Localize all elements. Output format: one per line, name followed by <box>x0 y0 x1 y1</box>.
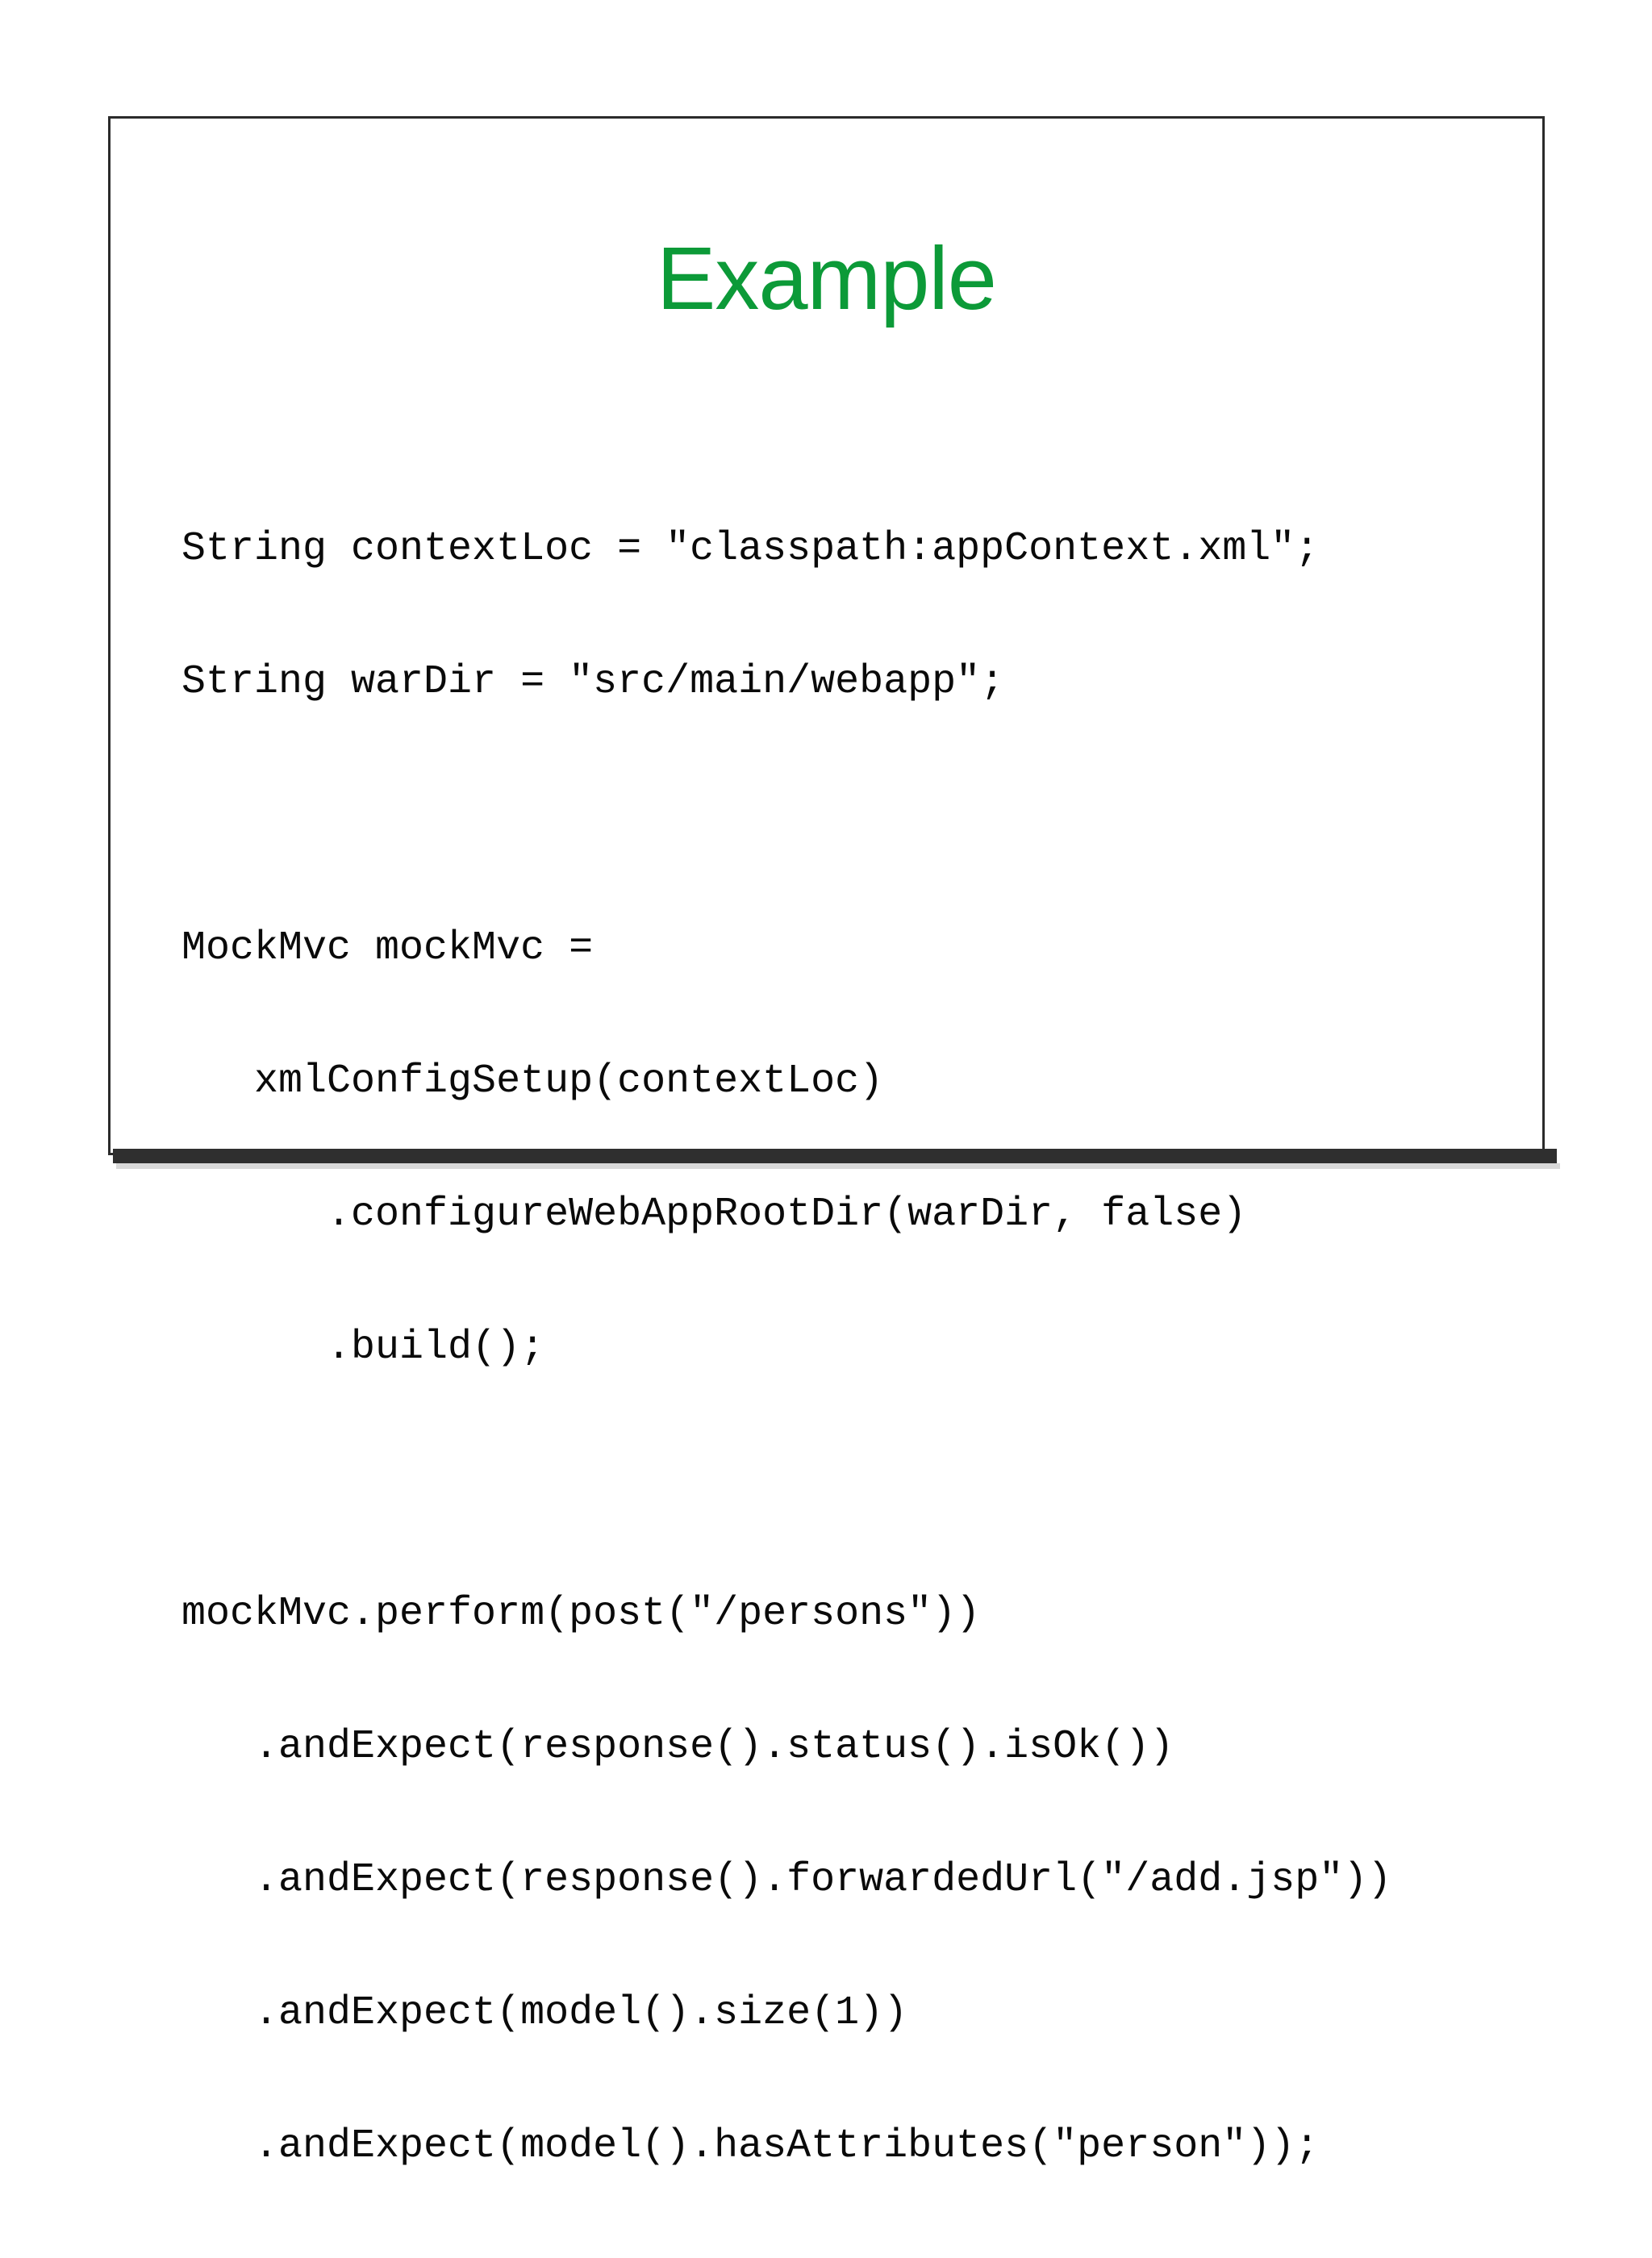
code-block: String contextLoc = "classpath:appContex… <box>181 438 1510 2257</box>
code-line: .andExpect(model().size(1)) <box>181 1990 908 2036</box>
code-line: mockMvc.perform(post("/persons")) <box>181 1591 981 1637</box>
code-line: String contextLoc = "classpath:appContex… <box>181 526 1320 572</box>
code-line-blank <box>181 793 1510 837</box>
slide-frame: Example String contextLoc = "classpath:a… <box>108 116 1545 2168</box>
slide-bottom-bar-shadow <box>116 1163 1560 1169</box>
page-title: Example <box>657 229 997 328</box>
code-line-blank <box>181 1459 1510 1503</box>
code-line: MockMvc mockMvc = <box>181 925 594 971</box>
code-line: .andExpect(model().hasAttributes("person… <box>181 2123 1320 2169</box>
code-line: .andExpect(response().status().isOk()) <box>181 1724 1174 1770</box>
slide-bottom-bar <box>113 1149 1557 1163</box>
slide-canvas: Example String contextLoc = "classpath:a… <box>108 116 1560 2168</box>
code-line: .build(); <box>181 1325 545 1371</box>
code-line: .andExpect(response().forwardedUrl("/add… <box>181 1857 1392 1903</box>
code-line: xmlConfigSetup(contextLoc) <box>181 1058 884 1104</box>
code-line: .configureWebAppRootDir(warDir, false) <box>181 1192 1247 1238</box>
code-line: String warDir = "src/main/webapp"; <box>181 659 1005 705</box>
